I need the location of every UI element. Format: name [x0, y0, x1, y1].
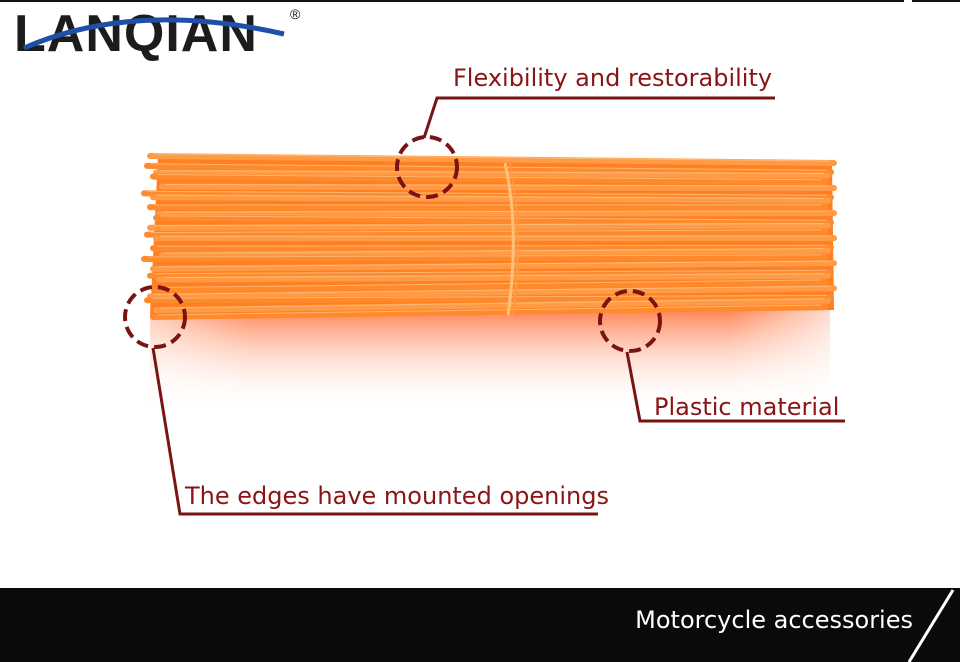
top-border — [0, 0, 904, 2]
spoke-tube-highlight — [153, 223, 825, 227]
spoke-tube — [141, 253, 828, 263]
callout-circle-edges — [123, 285, 187, 349]
spoke-tube-highlight — [156, 260, 831, 268]
leader-line-edges — [151, 347, 598, 516]
spoke-tube-highlight — [162, 210, 831, 213]
tube-group — [141, 153, 837, 320]
callout-circle-flexibility — [395, 135, 459, 199]
callout-circle-plastic — [598, 289, 662, 353]
spoke-tube — [153, 278, 828, 293]
callout-plastic: Plastic material — [654, 393, 840, 421]
spoke-tube-highlight — [147, 254, 822, 258]
spoke-tube — [150, 194, 831, 204]
spoke-tube-highlight — [150, 229, 822, 234]
logo-swoosh-icon — [23, 17, 285, 51]
spoke-tube-highlight — [156, 244, 828, 247]
spoke-tube — [153, 214, 834, 226]
footer-bar: Motorcycle accessories — [0, 588, 960, 662]
spoke-tube-highlight — [147, 190, 828, 196]
spoke-tube — [156, 210, 837, 217]
spoke-tube-highlight — [156, 174, 822, 181]
footer-slash-icon — [907, 589, 955, 662]
spoke-tube-highlight — [159, 170, 825, 175]
spoke-tube-highlight — [159, 298, 825, 309]
callout-edges: The edges have mounted openings — [185, 482, 609, 510]
spoke-tube-highlight — [150, 294, 828, 299]
spoke-tube — [150, 304, 828, 320]
spoke-tube — [153, 169, 831, 179]
spoke-tube-highlight — [153, 153, 831, 162]
spoke-tube-highlight — [159, 215, 828, 221]
spoke-tube — [150, 244, 834, 252]
top-border-segment — [912, 0, 960, 2]
spoke-tube — [147, 222, 831, 231]
leader-line-plastic — [625, 351, 845, 423]
spoke-tube — [159, 183, 837, 192]
spoke-tube — [153, 297, 831, 314]
spoke-tube — [147, 269, 834, 279]
spoke-tube — [159, 247, 831, 259]
spoke-tube — [150, 173, 828, 185]
spoke-tube — [141, 190, 834, 201]
spoke-tube-highlight — [165, 183, 831, 187]
brand-logo: LANQIAN ® — [14, 4, 314, 64]
spoke-tube — [147, 285, 837, 300]
footer-label: Motorcycle accessories — [635, 606, 913, 634]
zip-tie — [503, 162, 515, 316]
registered-mark: ® — [290, 6, 301, 22]
spoke-tube-highlight — [156, 194, 825, 200]
callout-flexibility: Flexibility and restorability — [453, 64, 773, 92]
spoke-tube-highlight — [159, 279, 822, 289]
spoke-tube-highlight — [162, 273, 825, 279]
spoke-tube-highlight — [165, 248, 825, 254]
spoke-tube — [147, 153, 837, 166]
product-image — [123, 96, 845, 516]
spoke-tube — [144, 162, 834, 176]
spoke-tube-highlight — [150, 163, 828, 171]
spoke-tube-highlight — [153, 285, 831, 295]
spoke-tube-highlight — [156, 304, 822, 316]
spoke-tube — [156, 272, 831, 283]
leader-line-flexibility — [422, 96, 775, 139]
spoke-tube — [144, 228, 828, 238]
spoke-tube-highlight — [153, 269, 828, 275]
spoke-tube — [144, 294, 834, 304]
spoke-tube — [150, 260, 837, 272]
